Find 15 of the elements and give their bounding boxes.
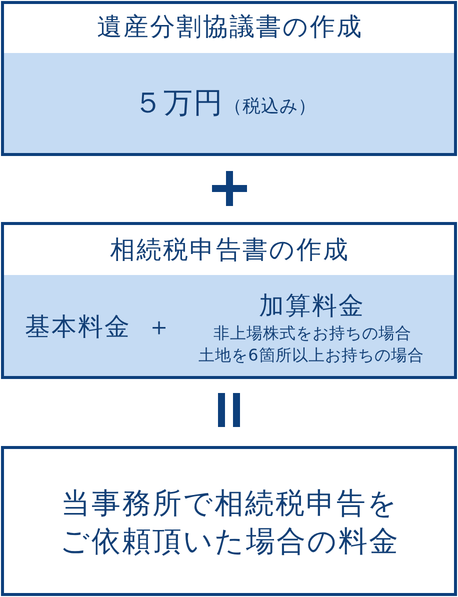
price-band	[4, 275, 454, 376]
result-text: 当事務所で相続税申告をご依頼頂いた場合の料金	[59, 485, 400, 560]
box-heading: 相続税申告書の作成	[109, 235, 350, 265]
fee-condition: 非上場株式をお持ちの場合	[212, 323, 412, 343]
fee-condition: 土地を6箇所以上お持ちの場合	[198, 345, 424, 365]
price-band	[4, 53, 454, 153]
plus-sign: ＋	[146, 312, 172, 342]
box-heading: 遺産分割協議書の作成	[96, 12, 363, 42]
fee-box	[1, 222, 457, 379]
fee-box	[1, 1, 457, 156]
fee-name: 基本料金	[24, 312, 131, 342]
result-box	[1, 446, 457, 596]
tax-note: （税込み）	[224, 96, 316, 118]
fee-name: 加算料金	[258, 291, 365, 321]
price-text: ５万円	[132, 86, 224, 120]
